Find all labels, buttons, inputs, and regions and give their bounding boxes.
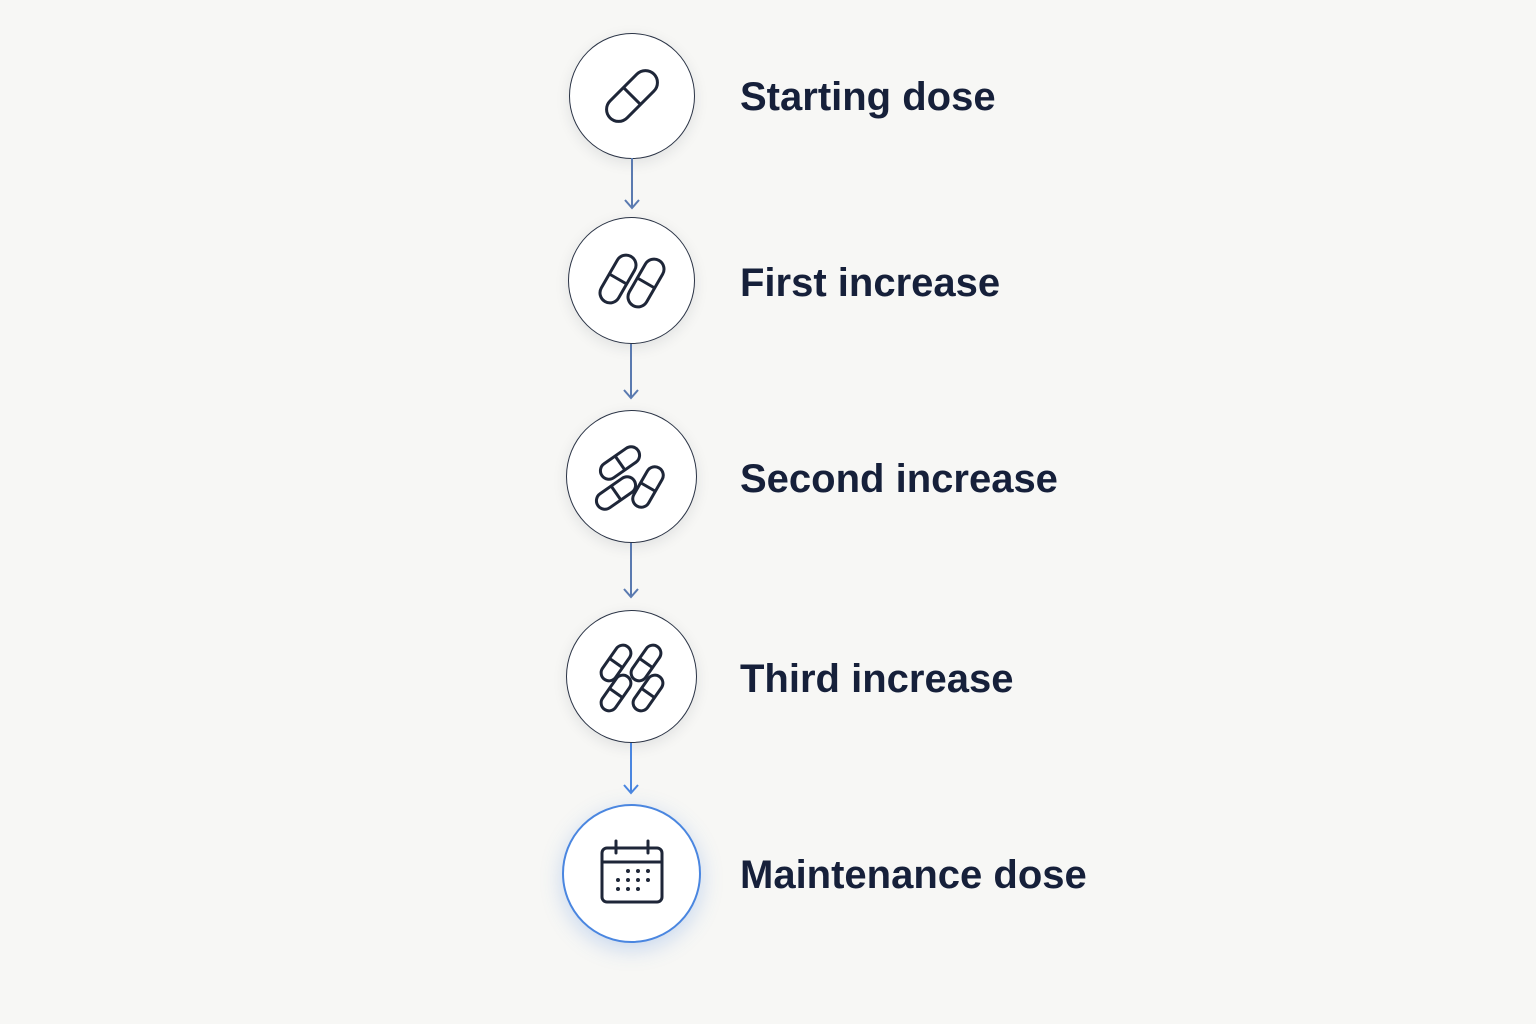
step-node-starting-dose <box>569 33 695 159</box>
two-pills-icon <box>598 253 665 308</box>
calendar-icon <box>600 839 663 903</box>
connector-arrow-4 <box>623 743 639 795</box>
step-node-second-increase <box>566 410 697 543</box>
step-label-starting-dose: Starting dose <box>740 75 996 119</box>
step-node-first-increase <box>568 217 695 344</box>
connector-arrow-3 <box>623 543 639 599</box>
connector-arrow-1 <box>624 158 640 210</box>
single-pill-icon <box>605 69 659 123</box>
three-pills-icon <box>594 444 665 511</box>
step-node-third-increase <box>566 610 697 743</box>
step-label-second-increase: Second increase <box>740 457 1058 501</box>
step-label-third-increase: Third increase <box>740 657 1014 701</box>
four-pills-icon <box>599 643 664 712</box>
connector-arrow-2 <box>623 344 639 400</box>
step-label-maintenance-dose: Maintenance dose <box>740 853 1087 897</box>
step-label-first-increase: First increase <box>740 261 1001 305</box>
step-node-maintenance-dose <box>562 804 701 943</box>
